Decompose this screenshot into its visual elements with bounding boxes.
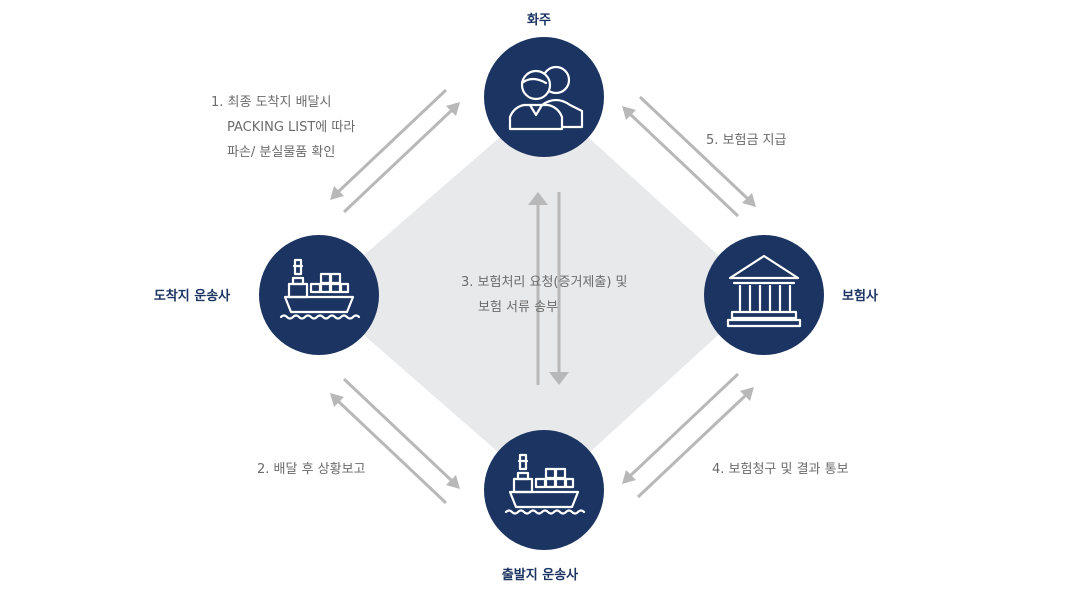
step2-text: 2. 배달 후 상황보고: [257, 462, 366, 477]
background-diamond: [318, 98, 762, 493]
arrow-step1: [330, 88, 460, 214]
node-destination-carrier: 도착지 운송사: [154, 235, 379, 355]
destination-carrier-label: 도착지 운송사: [154, 288, 230, 304]
step3-line1: 3. 보험처리 요청(증거제출) 및: [461, 275, 628, 290]
arrow-step5: [622, 95, 756, 218]
arrow-step3: [528, 192, 569, 385]
step1-line3: 파손/ 분실물품 확인: [227, 145, 335, 160]
step3-line2: 보험 서류 송부: [478, 300, 558, 315]
origin-carrier-label: 출발지 운송사: [502, 567, 578, 583]
step1-text: 1. 최종 도착지 배달시 PACKING LIST에 따라 파손/ 분실물품 …: [211, 95, 359, 160]
insurer-label: 보험사: [842, 288, 878, 304]
step5-text: 5. 보험금 지급: [706, 133, 787, 148]
node-origin-carrier: 출발지 운송사: [484, 430, 604, 583]
step3-text: 3. 보험처리 요청(증거제출) 및 보험 서류 송부: [461, 275, 632, 315]
step2-line1: 2. 배달 후 상황보고: [257, 462, 366, 477]
node-insurer: 보험사: [704, 235, 878, 355]
people-icon: [508, 65, 584, 131]
arrow-step2: [330, 377, 460, 505]
bank-icon: [726, 254, 802, 328]
step1-line2: PACKING LIST에 따라: [227, 120, 355, 135]
step5-line1: 5. 보험금 지급: [706, 133, 787, 148]
arrow-step4: [622, 372, 754, 499]
step4-text: 4. 보험청구 및 결과 통보: [712, 462, 849, 477]
step4-line1: 4. 보험청구 및 결과 통보: [712, 462, 849, 477]
node-shipper: 화주: [484, 12, 604, 157]
step1-line1: 1. 최종 도착지 배달시: [211, 95, 331, 110]
shipper-label: 화주: [527, 12, 551, 28]
